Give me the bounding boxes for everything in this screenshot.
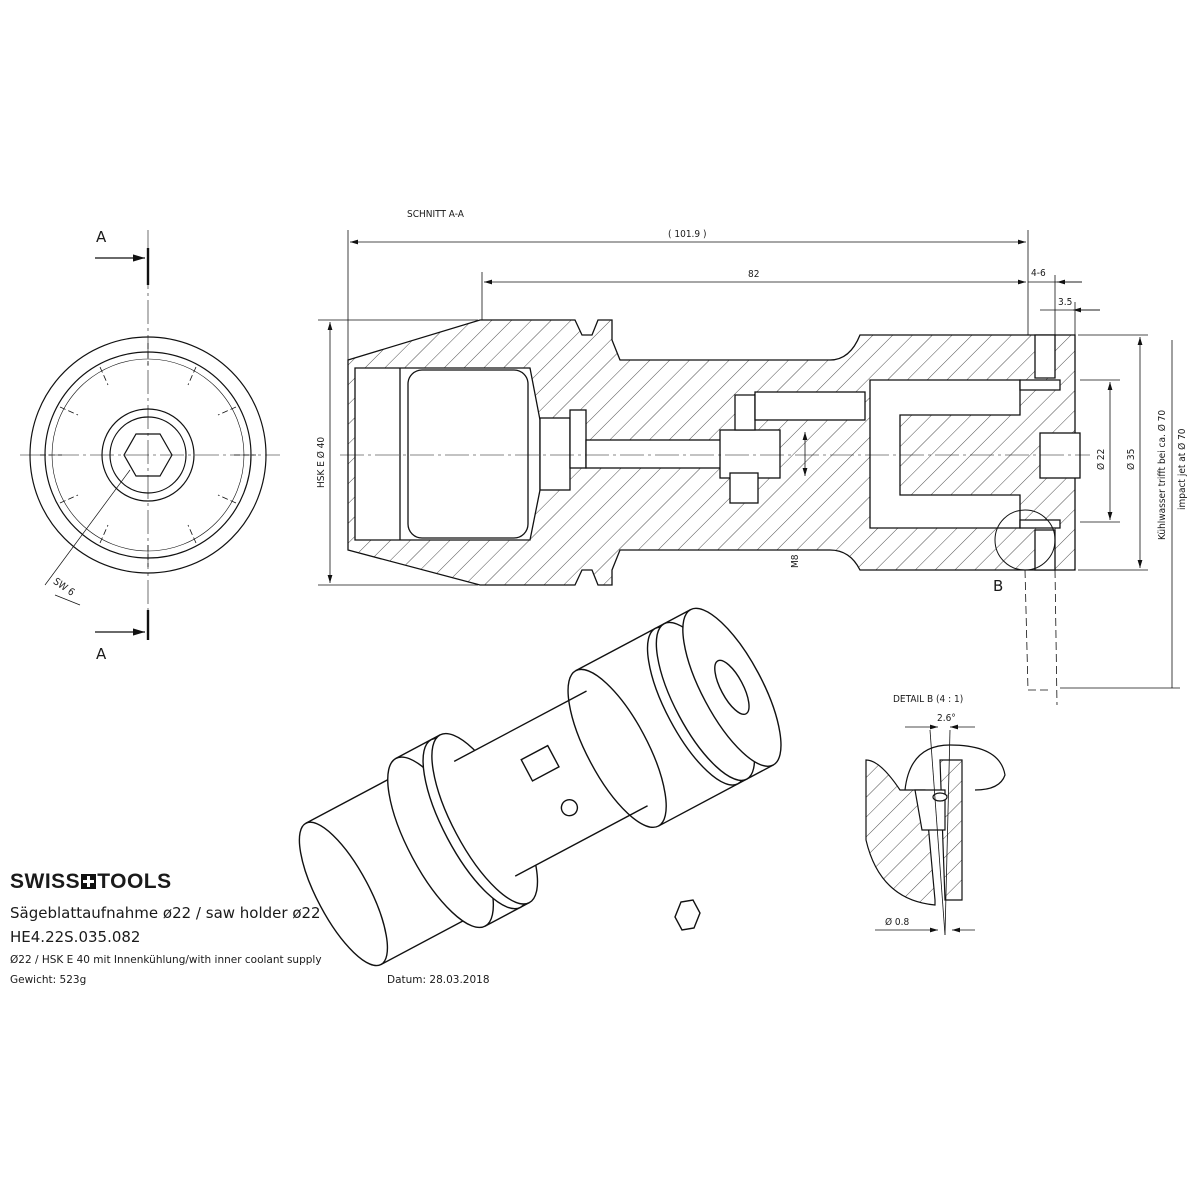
dim-shank: HSK E Ø 40	[316, 436, 327, 488]
description: Ø22 / HSK E 40 mit Innenkühlung/with inn…	[10, 954, 322, 966]
dim-flange: 3.5	[1058, 297, 1073, 308]
coolant-note-de: Kühlwasser trifft bei ca. Ø 70	[1157, 409, 1168, 540]
front-view	[20, 230, 280, 640]
dim-thread: M8	[790, 554, 801, 569]
detail-label: DETAIL B (4 : 1)	[893, 694, 964, 705]
dim-total-length: ( 101.9 )	[668, 229, 707, 240]
hex-socket-icon	[123, 433, 173, 477]
dim-collar: Ø 35	[1126, 448, 1137, 470]
detail-b-view	[865, 724, 1006, 936]
dim-bore: Ø 22	[1096, 448, 1107, 470]
detail-angle: 2.6°	[937, 713, 956, 724]
dim-gap: 4-6	[1031, 268, 1046, 279]
part-number: HE4.22S.035.082	[10, 928, 141, 946]
section-mark-bottom: A	[96, 645, 107, 663]
swiss-cross-icon	[81, 874, 97, 889]
date: Datum: 28.03.2018	[387, 974, 490, 986]
coolant-note-en: impact jet at Ø 70	[1177, 428, 1188, 510]
isometric-view	[298, 607, 782, 967]
hex-socket-icon	[674, 899, 701, 931]
detail-marker: B	[993, 577, 1004, 595]
drawing-title: Sägeblattaufnahme ø22 / saw holder ø22	[10, 904, 321, 922]
dim-length: 82	[748, 269, 760, 280]
section-mark-top: A	[96, 228, 107, 246]
section-view	[340, 319, 1090, 706]
weight: Gewicht: 523g	[10, 974, 87, 986]
section-label: SCHNITT A-A	[407, 209, 464, 220]
detail-nozzle: Ø 0.8	[885, 917, 910, 928]
dimensions	[318, 230, 1180, 689]
